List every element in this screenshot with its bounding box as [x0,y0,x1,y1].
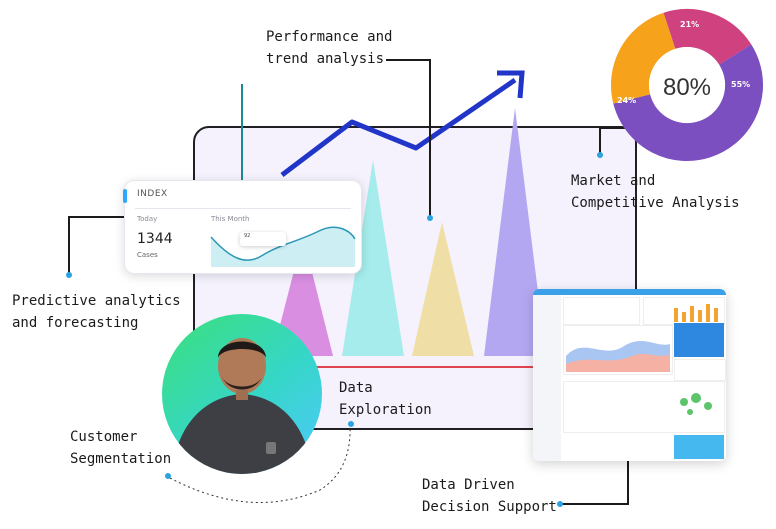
donut-chart: 80% [611,9,763,161]
label-segmentation: Customer Segmentation [70,426,171,470]
connector-segmentation [169,423,351,503]
index-today-label: Today [137,215,158,223]
label-predictive: Predictive analytics and forecasting [12,290,181,334]
label-segmentation-line2: Segmentation [70,451,172,467]
index-unit: Cases [137,251,158,259]
dash-kpi-2 [643,297,725,325]
index-accent [123,189,127,203]
label-predictive-line1: Predictive analytics [12,293,181,309]
label-exploration: Data Exploration [339,377,432,421]
label-performance-line1: Performance and [266,29,393,45]
dash-sidebar [533,295,561,461]
donut-label-24: 24% [617,96,637,105]
label-predictive-line2: and forecasting [12,315,139,331]
peak-purple [484,108,546,356]
label-market-line1: Market and [571,173,656,189]
dash-small-chart [674,359,726,381]
donut-center-text: 80% [663,74,711,101]
index-tooltip: 92 [240,232,286,246]
trend-arrow-icon [280,77,517,177]
person-illustration [172,338,312,474]
dot-performance [427,215,433,221]
label-exploration-line1: Data [339,380,373,396]
connector-decision [562,460,629,505]
donut-segment-0 [611,9,763,161]
dot-exploration [348,421,354,427]
label-performance-line2: trend analysis [266,51,385,67]
label-performance: Performance and trend analysis [266,26,392,70]
dot-market [597,152,603,158]
dash-kpi-1 [563,297,640,325]
dash-area-chart [563,325,673,375]
label-decision-line1: Data Driven [422,477,515,493]
person-photo [162,314,322,474]
label-decision-line2: Decision Support [422,499,557,515]
label-decision: Data Driven Decision Support [422,474,557,518]
dot-decision [557,501,563,507]
dash-bottom-tile [674,435,724,459]
dashboard-screenshot [533,289,726,461]
trend-arrowhead [497,70,525,99]
index-month-label: This Month [211,215,250,223]
connector-predictive [68,216,124,275]
dash-topbar [533,289,726,295]
index-title: INDEX [137,189,168,199]
dash-map-panel [563,381,725,433]
dash-blue-tile [674,323,724,357]
peak-yellow [412,222,474,356]
peak-pink [272,236,333,356]
tooltip-value: 92 [244,233,251,239]
label-exploration-line2: Exploration [339,402,432,418]
index-divider [135,208,351,209]
dot-predictive [66,272,72,278]
donut-label-55: 55% [731,80,751,89]
label-market-line2: Competitive Analysis [571,195,740,211]
label-segmentation-line1: Customer [70,429,138,445]
connector-performance [386,59,431,218]
donut-hole [649,47,725,123]
index-card: INDEX Today This Month 1344 Cases [123,180,362,274]
dot-segmentation [165,473,171,479]
index-value: 1344 [137,231,173,247]
peak-cyan [342,160,404,356]
label-market: Market and Competitive Analysis [571,170,740,214]
index-sparkline [210,226,356,267]
donut-label-21: 21% [680,20,700,29]
donut-segment-1 [611,9,763,161]
